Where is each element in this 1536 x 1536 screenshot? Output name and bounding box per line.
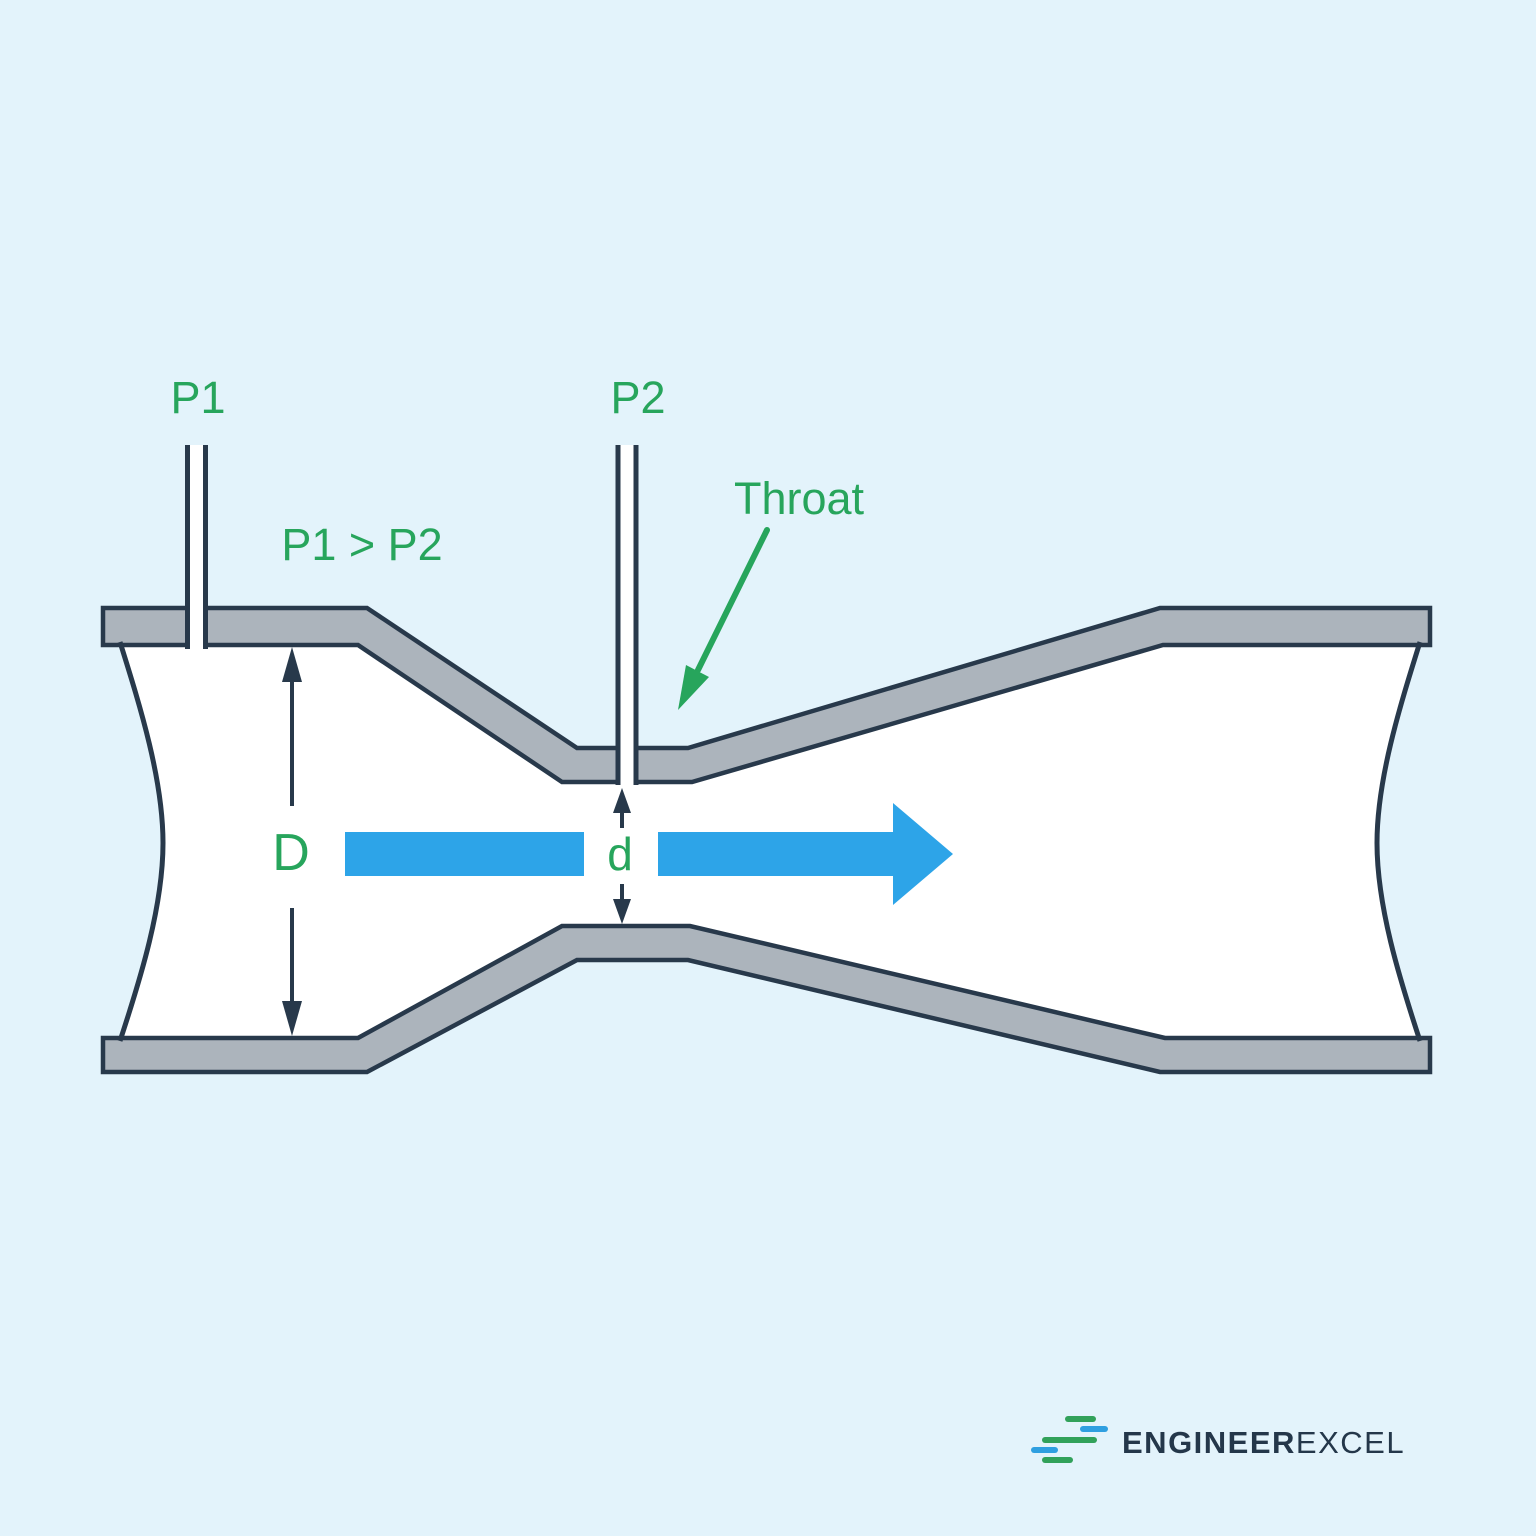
diameter-dimension-arrow [282,647,302,1036]
logo-bars-icon [1031,1412,1108,1464]
throat-pointer-arrow [678,527,770,710]
pipe-left-end-curve [117,641,166,1042]
p1-label: P1 [170,372,225,423]
logo-bar-green-1 [1065,1416,1096,1422]
pressure-tap-2-tube [615,445,639,786]
pipe-right-end-curve [1374,641,1423,1042]
engineerexcel-logo: ENGINEEREXCEL [1031,1412,1436,1468]
logo-bar-green-3 [1042,1457,1073,1463]
logo-text-excel: EXCEL [1295,1425,1406,1460]
logo-wordmark: ENGINEEREXCEL [1122,1427,1405,1458]
throat-diameter-label: d [607,828,633,880]
logo-text-engineer: ENGINEER [1122,1425,1296,1460]
flow-arrow-left [345,832,584,876]
throat-label: Throat [734,473,865,524]
logo-bar-blue-2 [1031,1447,1058,1453]
throat-dimension-arrow [613,788,631,924]
pipe-top-wall [100,605,1433,785]
inlet-diameter-label: D [272,824,310,882]
pressure-relation-label: P1 > P2 [281,519,442,570]
flow-arrow-right [658,803,953,905]
logo-bar-green-2 [1042,1437,1097,1443]
p2-label: P2 [610,372,665,423]
logo-bar-blue-1 [1080,1426,1108,1432]
pressure-tap-1-tube [185,445,208,649]
pipe-bottom-wall [100,923,1433,1075]
